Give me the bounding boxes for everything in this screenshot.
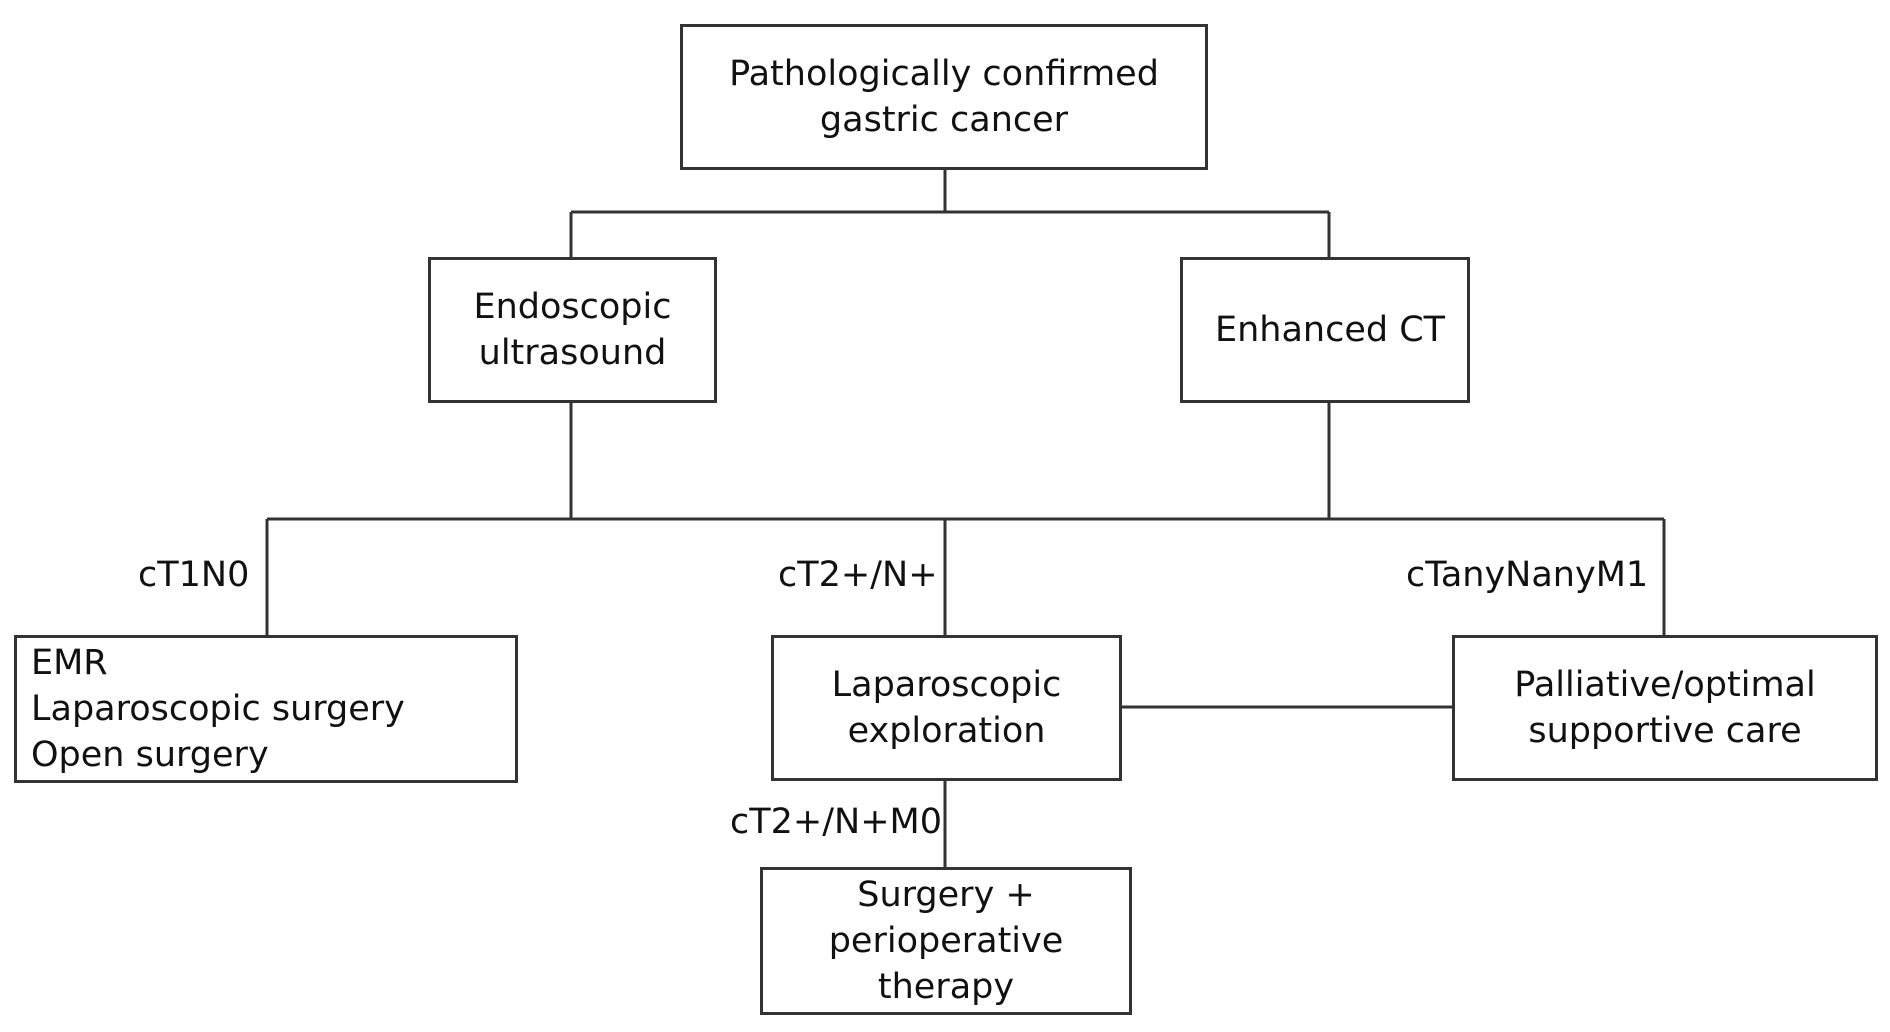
node-palliative-care: Palliative/optimal supportive care bbox=[1452, 635, 1878, 781]
node-text-line: EMR bbox=[31, 643, 108, 683]
edge-label-ct2-n-m0: cT2+/N+M0 bbox=[730, 802, 942, 842]
node-text-line: Laparoscopic bbox=[831, 665, 1062, 705]
node-endoscopic-ultrasound: Endoscopic ultrasound bbox=[428, 257, 717, 403]
node-text-line: therapy bbox=[877, 967, 1015, 1007]
node-text-line: Palliative/optimal bbox=[1514, 665, 1816, 705]
node-text-line: Endoscopic bbox=[473, 287, 672, 327]
edge-label-ct1n0: cT1N0 bbox=[138, 555, 250, 595]
node-text-line: Surgery + bbox=[857, 875, 1035, 915]
node-text-line: Pathologically confirmed bbox=[729, 54, 1159, 94]
node-enhanced-ct: Enhanced CT bbox=[1180, 257, 1470, 403]
node-text-line: perioperative bbox=[828, 921, 1064, 961]
node-text-line: gastric cancer bbox=[819, 100, 1069, 140]
node-text-line: Open surgery bbox=[31, 735, 269, 775]
node-surgery-perioperative: Surgery + perioperative therapy bbox=[760, 867, 1132, 1015]
node-early-treatment: EMR Laparoscopic surgery Open surgery bbox=[14, 635, 518, 783]
node-text-line: Laparoscopic surgery bbox=[31, 689, 405, 729]
node-text-line: supportive care bbox=[1528, 711, 1802, 751]
node-text-line: Enhanced CT bbox=[1214, 310, 1446, 350]
node-laparoscopic-exploration: Laparoscopic exploration bbox=[771, 635, 1122, 781]
edge-label-ctanynanym1: cTanyNanyM1 bbox=[1406, 555, 1649, 595]
edge-label-ct2-n: cT2+/N+ bbox=[778, 555, 938, 595]
node-text-line: exploration bbox=[847, 711, 1046, 751]
node-pathologically-confirmed: Pathologically confirmed gastric cancer bbox=[680, 24, 1208, 170]
node-text-line: ultrasound bbox=[478, 333, 667, 373]
